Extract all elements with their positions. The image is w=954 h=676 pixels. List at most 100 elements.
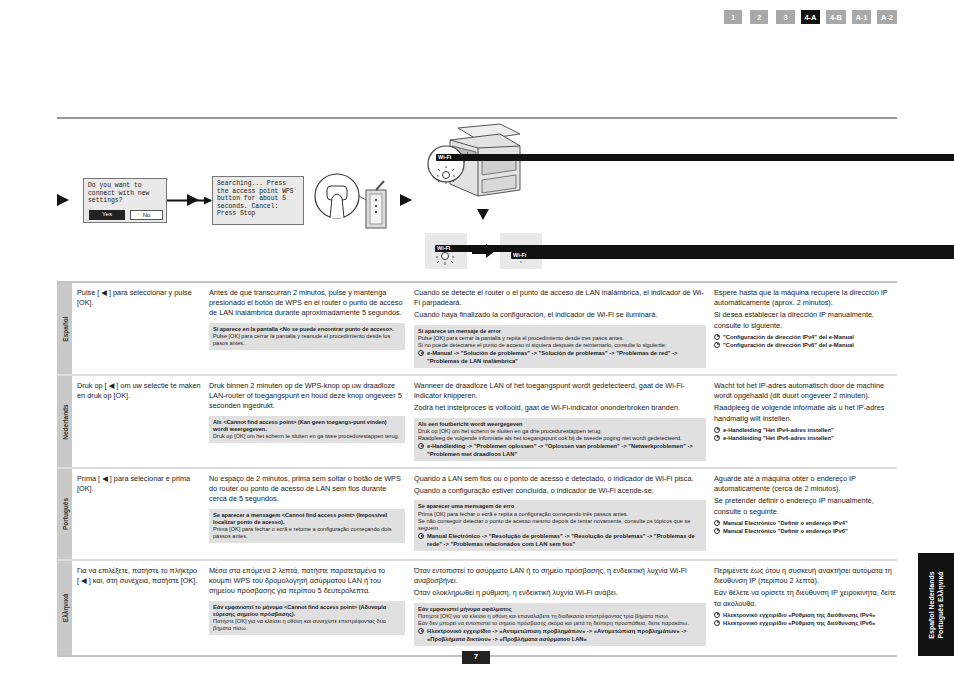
reference-icon [714, 528, 720, 534]
table-cell: Όταν εντοπιστεί το ασύρματο LAN ή το σημ… [414, 566, 706, 646]
note-heading: Εάν εμφανιστεί το μήνυμα <Cannot find ac… [213, 604, 401, 618]
note-box: Als een foutbericht wordt weergegevenDru… [414, 418, 706, 462]
step-text: Μέσα στα επόμενα 2 λεπτά, πατήστε παρατε… [209, 566, 405, 597]
step-text: Si desea establecer la dirección IP manu… [714, 310, 897, 330]
button-label: Yes [102, 211, 112, 217]
step-text: Όταν εντοπιστεί το ασύρματο LAN ή το σημ… [414, 566, 706, 586]
table-cell: Espere hasta que la máquina recupere la … [714, 288, 897, 349]
note-box: Als <Cannot find access point> (Kan geen… [209, 416, 405, 444]
screen-message: Do you want to connect with new settings… [88, 182, 162, 205]
language-tab: Español Nederlands Português Ελληνικά [918, 553, 954, 656]
step-text: Pulse [ ◀ ] para seleccionar y pulse [OK… [77, 288, 201, 308]
reference-text: e-Handleiding -> "Problemen oplossen" ->… [427, 442, 702, 458]
step-text: Cuando haya finalizado la configuración,… [414, 310, 706, 320]
note-box: Se aparecer uma mensagem de erroPrima [O… [414, 500, 706, 551]
reference-text: "Configuración de dirección IPv6" del e-… [723, 341, 854, 349]
section-tab: 2 [750, 10, 768, 24]
step-text: No espaço de 2 minutos, prima sem soltar… [209, 474, 405, 505]
note-box: Se aparecer a mensagem <Cannot find acce… [209, 509, 405, 544]
note-box: Si aparece en la pantalla <No se puede e… [209, 323, 405, 351]
note-body: Raadpleeg de volgende informatie als het… [418, 435, 702, 442]
reference-text: e-Handleiding "Het IPv6-adres instellen" [723, 434, 834, 442]
table-cell: Pulse [ ◀ ] para seleccionar y pulse [OK… [77, 288, 201, 310]
reference-text: e-Handleiding "Het IPv4-adres instellen" [723, 426, 834, 434]
reference-icon [714, 342, 720, 348]
step-text: Espere hasta que la máquina recupere la … [714, 288, 897, 308]
tab-label: 3 [783, 13, 787, 22]
reference-icon [418, 628, 424, 634]
reference-line: Manual Electrónico "Definir o endereço I… [714, 519, 897, 527]
reference-text: e-Manual -> "Solución de problemas" -> "… [427, 349, 702, 365]
page-number: 7 [462, 651, 490, 664]
table-cell: Wacht tot het IP-adres automatisch door … [714, 381, 897, 442]
note-body: Druk op [OK] om het scherm te sluiten en… [418, 428, 702, 435]
note-heading: Εάν εμφανιστεί μήνυμα σφάλματος [418, 606, 702, 613]
reference-text: Manual Electrónico -> "Resolução de prob… [427, 532, 702, 548]
reference-line: Ηλεκτρονικό εγχειρίδιο «Ρύθμιση της διεύ… [714, 619, 897, 627]
language-name: Ελληνικά [61, 594, 68, 622]
reference-icon [714, 520, 720, 526]
reference-line: Manual Electrónico "Definir o endereço I… [714, 527, 897, 535]
language-list: Español Nederlands Português Ελληνικά [927, 562, 945, 648]
section-tab: A-1 [852, 10, 871, 24]
reference-icon [714, 612, 720, 618]
reference-text: "Configuración de dirección IPv4" del e-… [723, 333, 854, 341]
reference-line: Ηλεκτρονικό εγχειρίδιο -> «Αντιμετώπιση … [418, 627, 702, 643]
section-tab: A-2 [877, 10, 897, 24]
tab-label: 4-B [830, 13, 842, 22]
step-text: Wanneer de draadloze LAN of het toegangs… [414, 381, 706, 401]
step-text: Εάν θέλετε να ορίσετε τη διεύθυνση IP χε… [714, 588, 897, 608]
reference-line: e-Manual -> "Solución de problemas" -> "… [418, 349, 702, 365]
language-band: Português [57, 469, 72, 559]
reference-text: Manual Electrónico "Definir o endereço I… [723, 527, 848, 535]
step-text: Raadpleeg de volgende informatie als u h… [714, 403, 897, 423]
reference-line: e-Handleiding "Het IPv6-adres instellen" [714, 434, 897, 442]
language-name: Português [61, 498, 68, 530]
note-body: Si no puede detectarse el punto de acces… [418, 342, 702, 349]
reference-text: Manual Electrónico "Definir o endereço I… [723, 519, 848, 527]
tab-label: A-1 [855, 13, 867, 22]
page-number-text: 7 [474, 652, 478, 661]
table-cell: Περιμένετε έως ότου η συσκευή ανακτήσει … [714, 566, 897, 627]
table-cell: Antes de que transcurran 2 minutos, puls… [209, 288, 405, 350]
table-cell: Quando a LAN sem fios ou o ponto de aces… [414, 474, 706, 551]
note-body: Pulse [OK] para cerrar la pantalla y rep… [418, 335, 702, 342]
reference-line: "Configuración de dirección IPv4" del e-… [714, 333, 897, 341]
table-cell: Druk op [ ◀ ] om uw selectie te maken en… [77, 381, 201, 403]
step-text: Όταν ολοκληρωθεί η ρύθμιση, η ενδεικτική… [414, 588, 706, 598]
reference-icon [714, 620, 720, 626]
step-text: Antes de que transcurran 2 minutos, puls… [209, 288, 405, 319]
reference-text: Ηλεκτρονικό εγχειρίδιο «Ρύθμιση της διεύ… [723, 619, 875, 627]
table-cell: Wanneer de draadloze LAN of het toegangs… [414, 381, 706, 461]
step-text: Se pretender definir o endereço IP manua… [714, 496, 897, 516]
step-text: Wacht tot het IP-adres automatisch door … [714, 381, 897, 401]
reference-icon [714, 427, 720, 433]
note-body: Εάν δεν μπορεί να εντοπιστεί το σημείο π… [418, 620, 702, 627]
table-cell: No espaço de 2 minutos, prima sem soltar… [209, 474, 405, 543]
screen-message: Searching... Press the access point WPS … [217, 180, 299, 218]
language-name: Nederlands [61, 404, 68, 439]
table-cell: Prima [ ◀ ] para selecionar e prima [OK]… [77, 474, 201, 496]
step-text: Druk binnen 2 minuten op de WPS-knop op … [209, 381, 405, 412]
section-tab: 3 [776, 10, 795, 24]
step-text: Zodra het instelproces is voltooid, gaat… [414, 403, 706, 413]
note-heading: Als <Cannot find access point> (Kan geen… [213, 419, 401, 433]
note-box: Εάν εμφανιστεί το μήνυμα <Cannot find ac… [209, 601, 405, 636]
step-text: Prima [ ◀ ] para selecionar e prima [OK]… [77, 474, 201, 494]
indicator-label: Wi-Fi [435, 245, 954, 252]
reference-icon [714, 334, 720, 340]
note-heading: Si aparece en la pantalla <No se puede e… [213, 326, 401, 333]
step-text: Quando a LAN sem fios ou o ponto de aces… [414, 474, 706, 484]
table-cell: Aguarde até a máquina obter o endereço I… [714, 474, 897, 535]
lcd-screen: Do you want to connect with new settings… [83, 178, 167, 223]
note-body: Druk op [OK] om het scherm te sluiten en… [213, 433, 401, 440]
note-heading: Als een foutbericht wordt weergegeven [418, 421, 702, 428]
note-body: Se não conseguir detectar o ponto de ace… [418, 518, 702, 532]
note-body: Prima [OK] para fechar o ecrã e retome a… [213, 526, 401, 540]
reference-line: e-Handleiding -> "Problemen oplossen" ->… [418, 442, 702, 458]
step-text: Aguarde até a máquina obter o endereço I… [714, 474, 897, 494]
reference-text: Ηλεκτρονικό εγχειρίδιο -> «Αντιμετώπιση … [427, 627, 702, 643]
reference-line: Ηλεκτρονικό εγχειρίδιο «Ρύθμιση της διεύ… [714, 611, 897, 619]
screen-button: Yes [89, 210, 125, 220]
